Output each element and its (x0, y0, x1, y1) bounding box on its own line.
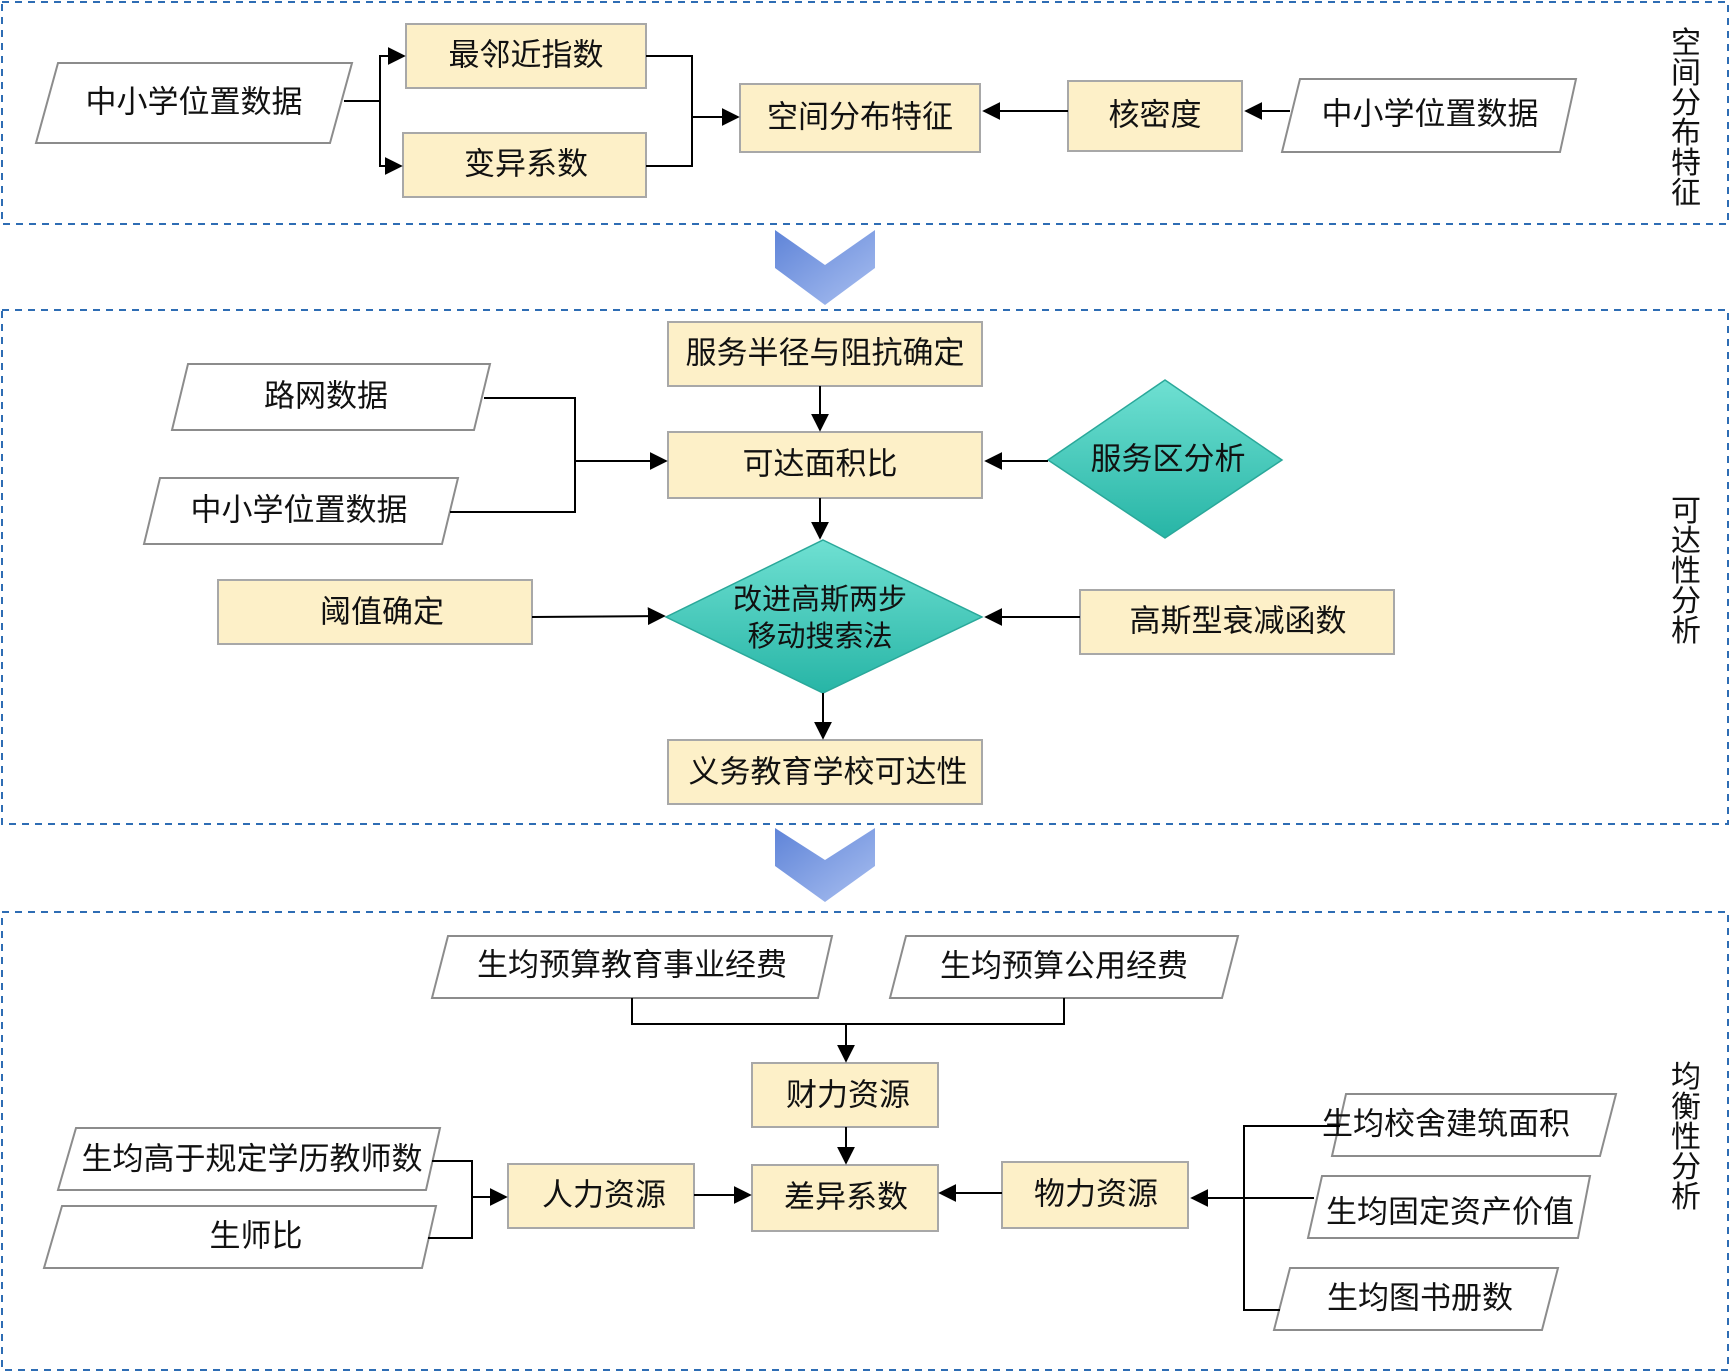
node-label: 生均高于规定学历教师数 (82, 1142, 423, 1178)
node-student-teacher-ratio: 生师比 (42, 1205, 438, 1269)
node-teachers-qualified: 生均高于规定学历教师数 (56, 1127, 442, 1191)
node-material: 物力资源 (1001, 1161, 1189, 1229)
connector (379, 101, 403, 175)
section-title-spatial: 空间分布特征 (1671, 26, 1701, 211)
node-kde: 核密度 (1067, 80, 1243, 152)
node-threshold: 阈值确定 (217, 579, 533, 645)
node-label: 阈值确定 (320, 595, 444, 631)
node-decay: 高斯型衰减函数 (1079, 589, 1395, 655)
node-label: 核密度 (1109, 98, 1202, 134)
node-label: 可达面积比 (743, 447, 898, 483)
node-road-data: 路网数据 (170, 363, 492, 431)
node-label: 生均预算教育事业经费 (477, 948, 787, 984)
node-label: 路网数据 (264, 379, 388, 415)
node-label-line2: 移动搜索法 (747, 619, 892, 653)
node-label-line1: 改进高斯两步 (733, 582, 907, 616)
node-label: 服务半径与阻抗确定 (686, 336, 965, 372)
connector (450, 397, 576, 513)
node-method: 改进高斯两步 移动搜索法 (664, 539, 984, 694)
section-frame-access (1, 309, 1729, 825)
connector (1243, 1125, 1340, 1311)
node-access-result: 义务教育学校可达性 (667, 739, 983, 805)
connector (344, 47, 406, 102)
node-label: 最邻近指数 (449, 38, 604, 74)
node-label: 物力资源 (1034, 1177, 1158, 1213)
section-title-access: 可达性分析 (1671, 494, 1701, 649)
node-input-left: 中小学位置数据 (34, 62, 354, 144)
node-cv-spatial: 变异系数 (402, 132, 647, 198)
node-fixed-assets: 生均固定资产价值 (1306, 1175, 1592, 1239)
node-human: 人力资源 (507, 1163, 695, 1229)
node-input-right: 中小学位置数据 (1280, 78, 1578, 153)
node-books: 生均图书册数 (1272, 1267, 1560, 1331)
node-budget-public: 生均预算公用经费 (888, 935, 1240, 999)
chevron-down-icon (775, 230, 875, 305)
node-label: 生均图书册数 (1327, 1281, 1513, 1317)
node-nearest-neighbor: 最邻近指数 (405, 23, 647, 89)
node-label: 生均校舍建筑面积 (1322, 1107, 1570, 1143)
node-school-data: 中小学位置数据 (142, 477, 460, 545)
node-budget-edu: 生均预算教育事业经费 (430, 935, 834, 999)
node-area-ratio: 可达面积比 (667, 431, 983, 499)
node-label: 中小学位置数据 (86, 85, 303, 121)
node-cv-balance: 差异系数 (751, 1164, 939, 1232)
node-label: 生师比 (210, 1219, 303, 1255)
section-title-balance: 均衡性分析 (1671, 1060, 1701, 1215)
connector (646, 55, 693, 167)
node-service-radius: 服务半径与阻抗确定 (667, 321, 983, 387)
node-label: 变异系数 (464, 147, 588, 183)
node-financial: 财力资源 (751, 1062, 939, 1128)
node-label: 差异系数 (784, 1180, 908, 1216)
node-spatial-result: 空间分布特征 (739, 83, 981, 153)
node-label: 中小学位置数据 (1322, 97, 1539, 133)
section-frame-spatial (1, 1, 1729, 225)
node-label: 空间分布特征 (767, 100, 953, 136)
node-label: 生均固定资产价值 (1326, 1195, 1574, 1231)
node-label: 人力资源 (542, 1178, 666, 1214)
chevron-down-icon (775, 828, 875, 902)
connector (631, 998, 1065, 1025)
node-label: 高斯型衰减函数 (1130, 604, 1347, 640)
node-label: 中小学位置数据 (191, 493, 408, 529)
node-label: 财力资源 (786, 1078, 910, 1114)
node-label: 义务教育学校可达性 (689, 755, 968, 791)
node-building-area: 生均校舍建筑面积 (1322, 1093, 1618, 1157)
connector (428, 1160, 473, 1239)
node-label: 生均预算公用经费 (940, 949, 1188, 985)
node-label: 服务区分析 (1091, 442, 1246, 478)
section-frame-balance (1, 911, 1729, 1371)
node-service-area: 服务区分析 (1046, 379, 1284, 539)
connector (531, 607, 666, 626)
